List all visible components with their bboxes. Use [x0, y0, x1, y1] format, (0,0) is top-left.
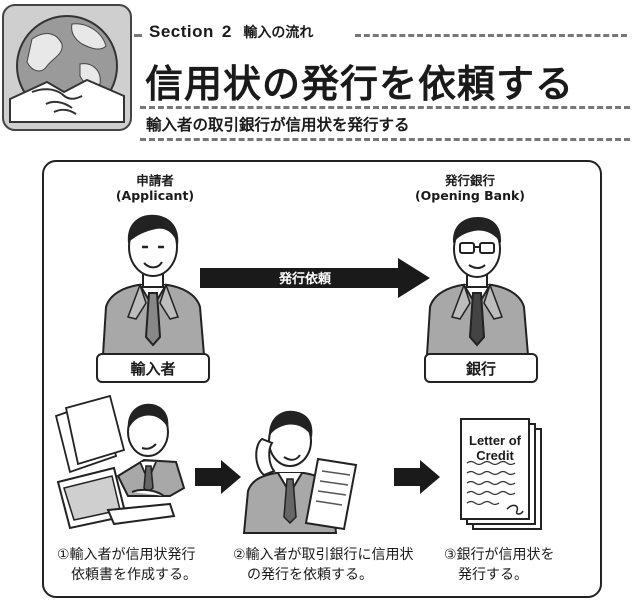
step-arrow-1	[195, 460, 241, 494]
globe-handshake-icon	[2, 4, 132, 131]
applicant-role-en: (Applicant)	[115, 188, 195, 203]
letter-of-credit-icon	[457, 415, 547, 539]
step-3-line2: 発行する。	[458, 567, 528, 583]
header-divider-top	[134, 34, 142, 37]
step-2-line1: ②輸入者が取引銀行に信用状	[233, 547, 414, 563]
applicant-role-ja: 申請者	[136, 173, 174, 188]
laptop-person-icon	[52, 392, 192, 536]
step-arrow-2	[394, 460, 440, 494]
request-arrow	[200, 258, 430, 298]
lc-line2: Credit	[476, 448, 514, 463]
section-topic: 輸入の流れ	[243, 25, 314, 41]
section-number: 2	[221, 22, 232, 41]
step-1-line2: 依頼書を作成する。	[71, 567, 197, 583]
applicant-role-label: 申請者 (Applicant)	[100, 173, 210, 203]
step-2-line2: の発行を依頼する。	[247, 567, 373, 583]
phone-person-icon	[238, 405, 368, 539]
section-label: Section	[149, 22, 214, 41]
page-subtitle: 輸入者の取引銀行が信用状を発行する	[146, 116, 410, 134]
importer-person-icon	[98, 207, 208, 361]
section-tag: Section 2 輸入の流れ	[145, 19, 322, 45]
bank-role-label: 発行銀行 (Opening Bank)	[405, 173, 535, 203]
importer-name: 輸入者	[130, 359, 176, 378]
step-1-line1: ①輸入者が信用状発行	[57, 547, 196, 563]
bank-role-en: (Opening Bank)	[414, 188, 526, 203]
bank-name: 銀行	[465, 359, 496, 378]
header-divider-bottom	[140, 138, 630, 141]
bank-name-box: 銀行	[424, 353, 538, 383]
step-2-caption: ②輸入者が取引銀行に信用状 の発行を依頼する。	[233, 545, 414, 585]
banker-person-icon	[422, 207, 532, 361]
header-divider-top-right	[355, 34, 627, 37]
importer-name-box: 輸入者	[96, 353, 210, 383]
step-1-caption: ①輸入者が信用状発行 依頼書を作成する。	[57, 545, 197, 585]
step-3-caption: ③銀行が信用状を 発行する。	[444, 545, 555, 585]
request-arrow-label: 発行依頼	[278, 272, 331, 287]
step-3-line1: ③銀行が信用状を	[444, 547, 555, 563]
lc-line1: Letter of	[469, 433, 521, 448]
bank-role-ja: 発行銀行	[444, 173, 495, 188]
letter-of-credit-title: Letter of Credit	[461, 433, 529, 463]
page-title: 信用状の発行を依頼する	[145, 62, 575, 106]
header-divider-middle	[140, 106, 630, 109]
